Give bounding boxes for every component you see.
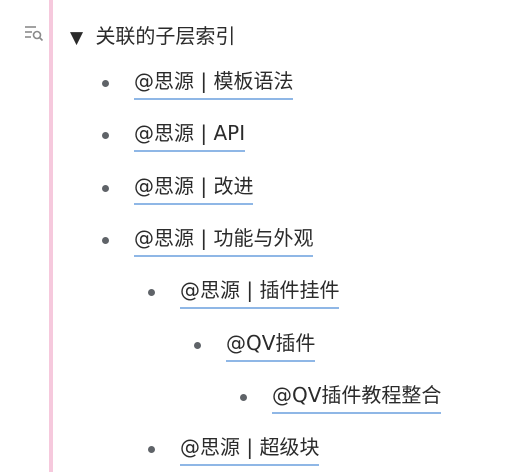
bullet-dot-icon[interactable] [148,446,155,453]
bullet-dot-icon[interactable] [102,80,109,87]
bullet-dot-icon[interactable] [194,342,201,349]
block-reference-link[interactable]: @思源 | 超级块 [180,432,320,466]
blockquote-accent-bar [49,0,53,472]
heading-title: 关联的子层索引 [95,24,236,48]
block-reference-link[interactable]: @思源 | 模板语法 [134,66,294,100]
bullet-dot-icon[interactable] [102,237,109,244]
collapse-toggle-icon[interactable]: ▼ [70,28,84,48]
bullet-dot-icon[interactable] [102,185,109,192]
bullet-dot-icon[interactable] [102,132,109,139]
bullet-dot-icon[interactable] [240,394,247,401]
bullet-dot-icon[interactable] [148,289,155,296]
search-list-icon[interactable] [24,24,44,42]
block-reference-link[interactable]: @思源 | 功能与外观 [134,223,314,257]
heading-row[interactable]: ▼ 关联的子层索引 [70,20,235,52]
block-reference-link[interactable]: @QV插件教程整合 [272,380,442,414]
block-reference-link[interactable]: @QV插件 [226,328,316,362]
block-reference-link[interactable]: @思源 | API [134,118,246,152]
block-reference-link[interactable]: @思源 | 改进 [134,171,254,205]
block-reference-link[interactable]: @思源 | 插件挂件 [180,275,340,309]
